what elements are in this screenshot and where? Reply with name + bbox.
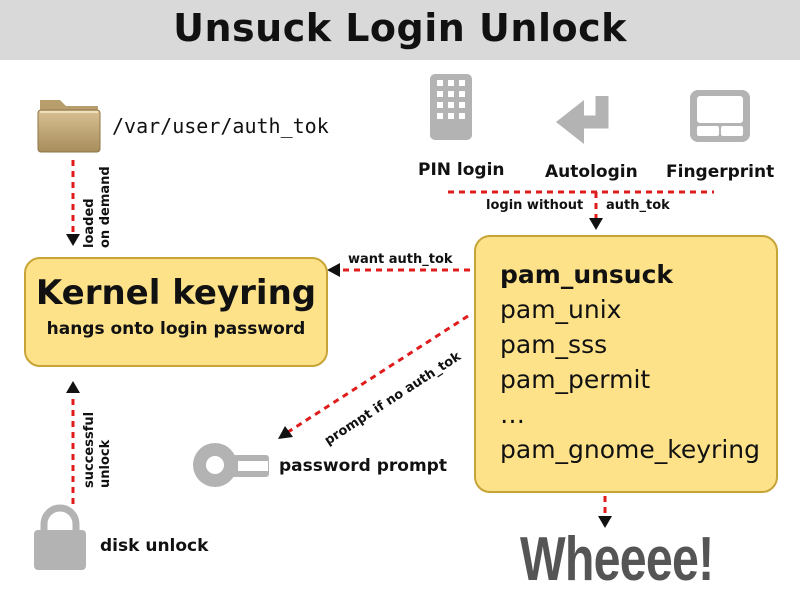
login-without-label: login without: [486, 198, 584, 213]
page-title: Unsuck Login Unlock: [173, 6, 627, 50]
disk-unlock-label: disk unlock: [100, 536, 209, 556]
pam-module: pam_unsuck: [500, 260, 674, 289]
pam-module: pam_gnome_keyring: [500, 435, 760, 464]
folder-icon: [37, 100, 101, 153]
key-icon: [193, 443, 269, 487]
pam-module: pam_permit: [500, 365, 651, 394]
kernel-keyring-subtitle: hangs onto login password: [46, 319, 306, 339]
pam-module: pam_unix: [500, 295, 622, 324]
arrows: [71, 160, 714, 518]
autologin-label: Autologin: [545, 162, 638, 182]
kernel-keyring-box: Kernel keyring hangs onto login password: [24, 257, 328, 367]
loaded-label-line1: loaded: [82, 198, 97, 248]
arrow-prompt: [287, 314, 469, 434]
title-bar: [0, 0, 800, 60]
keypad-icon: [430, 74, 472, 140]
kernel-keyring-title: Kernel keyring: [35, 273, 317, 313]
auth-tok-label: auth_tok: [606, 198, 670, 213]
successful-label-line2: unlock: [98, 439, 113, 488]
pam-stack-box: pam_unsuck pam_unix pam_sss pam_permit ……: [474, 235, 778, 493]
successful-label-line1: successful: [82, 411, 97, 488]
auth-tok-path: /var/user/auth_tok: [112, 114, 329, 138]
return-arrow-icon: [556, 96, 609, 144]
loaded-label: loaded on demand: [82, 166, 114, 248]
pin-login-label: PIN login: [418, 160, 505, 180]
wheeee-text: Wheeee!: [520, 525, 714, 594]
arrowheads: [66, 218, 612, 528]
padlock-icon: [34, 504, 86, 570]
want-auth-tok-label: want auth_tok: [348, 252, 453, 267]
fingerprint-label: Fingerprint: [666, 162, 775, 182]
pam-module: pam_sss: [500, 330, 608, 359]
successful-unlock-label: successful unlock: [82, 412, 114, 488]
pam-module: …: [500, 400, 525, 429]
password-prompt-label: password prompt: [279, 456, 447, 476]
pam-module-list: pam_unsuck pam_unix pam_sss pam_permit ……: [500, 257, 760, 467]
trackpad-icon: [690, 90, 750, 142]
loaded-label-line2: on demand: [98, 166, 113, 248]
